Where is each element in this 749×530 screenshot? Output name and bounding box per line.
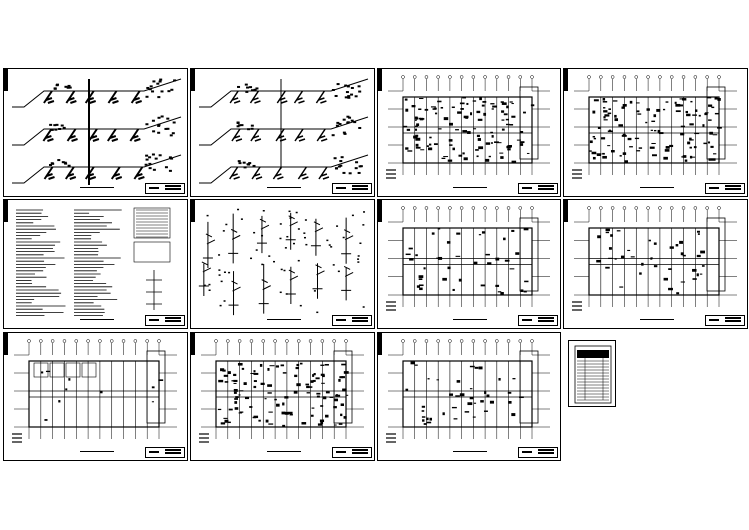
drawing-sheet-11[interactable] bbox=[377, 332, 561, 461]
drawing-sheet-4[interactable] bbox=[563, 68, 748, 197]
drawing-sheet-12[interactable] bbox=[568, 340, 616, 407]
binding-margin-mark bbox=[378, 200, 382, 222]
title-block bbox=[705, 183, 745, 194]
sheet-caption-line bbox=[639, 319, 674, 320]
title-block bbox=[332, 447, 372, 458]
binding-margin-mark bbox=[191, 200, 195, 222]
binding-margin-mark bbox=[378, 69, 382, 91]
title-block bbox=[518, 315, 558, 326]
sheet-drawing bbox=[572, 75, 737, 179]
title-block bbox=[518, 447, 558, 458]
binding-margin-mark bbox=[191, 333, 195, 355]
sheet-caption-line bbox=[453, 319, 487, 320]
sheet-caption-line bbox=[79, 319, 114, 320]
binding-margin-mark bbox=[564, 69, 568, 91]
sheet-drawing bbox=[198, 208, 366, 316]
sheet-drawing bbox=[386, 75, 550, 179]
sheet-drawing bbox=[16, 207, 171, 316]
sheet-caption-line bbox=[266, 187, 301, 188]
drawing-sheet-7[interactable] bbox=[377, 199, 561, 329]
sheet-drawing bbox=[12, 78, 182, 185]
drawing-sheet-1[interactable] bbox=[3, 68, 188, 197]
title-block bbox=[332, 183, 372, 194]
drawing-sheet-6[interactable] bbox=[190, 199, 375, 329]
title-block bbox=[332, 315, 372, 326]
sheet-caption-line bbox=[453, 187, 487, 188]
sheet-caption-line bbox=[453, 451, 487, 452]
drawing-sheet-2[interactable] bbox=[190, 68, 375, 197]
binding-margin-mark bbox=[4, 333, 8, 355]
binding-margin-mark bbox=[4, 69, 8, 91]
drawing-sheet-3[interactable] bbox=[377, 68, 561, 197]
sheet-caption-line bbox=[639, 187, 674, 188]
drawing-sheet-8[interactable] bbox=[563, 199, 748, 329]
title-block bbox=[145, 183, 185, 194]
binding-margin-mark bbox=[378, 333, 382, 355]
title-block bbox=[705, 315, 745, 326]
sheet-drawing bbox=[386, 206, 550, 311]
sheet-drawing bbox=[199, 78, 369, 184]
binding-margin-mark bbox=[4, 200, 8, 222]
drawing-sheet-9[interactable] bbox=[3, 332, 188, 461]
drawing-sheet-5[interactable] bbox=[3, 199, 188, 329]
sheet-caption-line bbox=[79, 187, 114, 188]
title-block bbox=[518, 183, 558, 194]
sheet-drawing bbox=[386, 339, 550, 443]
binding-margin-mark bbox=[564, 200, 568, 222]
sheet-drawing bbox=[572, 206, 737, 311]
sheet-caption-line bbox=[79, 451, 114, 452]
sheet-drawing bbox=[574, 345, 612, 404]
sheet-drawing bbox=[199, 339, 364, 443]
sheet-drawing bbox=[12, 339, 177, 443]
sheet-caption-line bbox=[266, 319, 301, 320]
title-block bbox=[145, 315, 185, 326]
sheet-caption-line bbox=[266, 451, 301, 452]
binding-margin-mark bbox=[191, 69, 195, 91]
drawing-sheet-10[interactable] bbox=[190, 332, 375, 461]
title-block bbox=[145, 447, 185, 458]
